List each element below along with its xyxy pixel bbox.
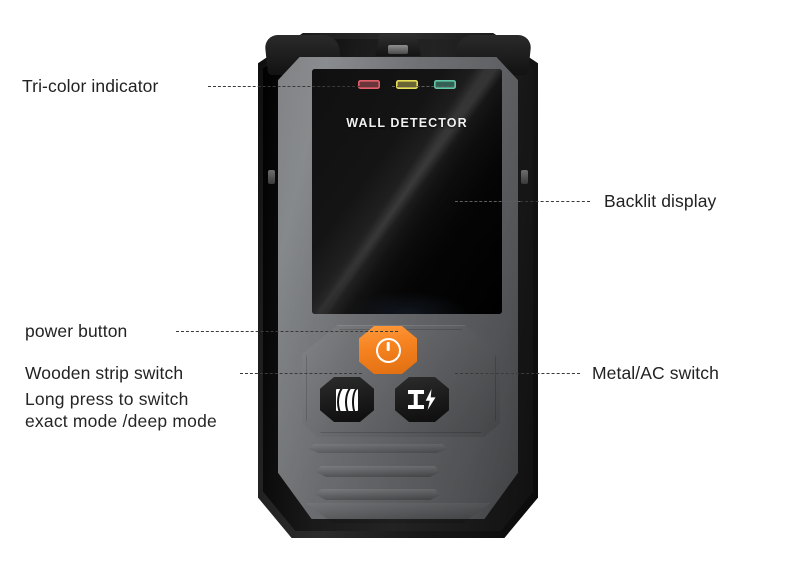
label-power-button: power button: [25, 321, 128, 341]
leader-line-backlit-display: [520, 201, 590, 202]
green-indicator-icon: [434, 80, 456, 89]
side-grip-nub-left: [268, 170, 275, 184]
leader-line-power-button: [176, 331, 398, 332]
screen-bottom-glow: [346, 292, 468, 314]
grip-ridge: [316, 466, 440, 477]
leader-line-metal-ac: [455, 373, 580, 374]
screen-reflection: [312, 69, 502, 314]
screen-glass: [312, 69, 502, 314]
brand-label: WALL DETECTOR: [346, 116, 468, 130]
leader-line-tri-color: [208, 86, 360, 87]
power-icon: [375, 337, 401, 363]
label-backlit-display: Backlit display: [604, 191, 717, 211]
grip-ridge: [316, 489, 440, 500]
backlit-display-screen[interactable]: WALL DETECTOR: [312, 69, 502, 314]
side-grip-nub-right: [521, 170, 528, 184]
metal-ac-button[interactable]: [395, 377, 449, 422]
label-wooden-strip-note-line1: Long press to switch: [25, 389, 189, 409]
wood-grain-icon: [336, 388, 358, 411]
ibeam-icon: [407, 390, 424, 409]
bottom-bevel: [305, 503, 491, 523]
tri-color-indicator-group: [312, 80, 502, 89]
wooden-strip-button[interactable]: [320, 377, 374, 422]
label-tri-color-indicator: Tri-color indicator: [22, 76, 159, 96]
ibeam-bolt-icon: [407, 389, 437, 410]
lightning-bolt-icon: [425, 389, 436, 410]
red-indicator-icon: [358, 80, 380, 89]
leader-line-tri-color-over-device: [392, 86, 454, 87]
top-sensor-notch: [375, 34, 421, 56]
yellow-indicator-icon: [396, 80, 418, 89]
grip-ridge: [308, 444, 448, 453]
label-wooden-strip-note-line2: exact mode /deep mode: [25, 411, 217, 431]
label-wooden-strip-switch: Wooden strip switch: [25, 363, 184, 383]
top-sensor-chip: [388, 45, 408, 54]
wall-detector-device: WALL DETECTOR: [258, 33, 538, 538]
label-metal-ac-switch: Metal/AC switch: [592, 363, 719, 383]
power-button[interactable]: [359, 326, 417, 374]
leader-line-wooden-strip: [240, 373, 362, 374]
leader-line-backlit-display-over-device: [455, 201, 521, 202]
